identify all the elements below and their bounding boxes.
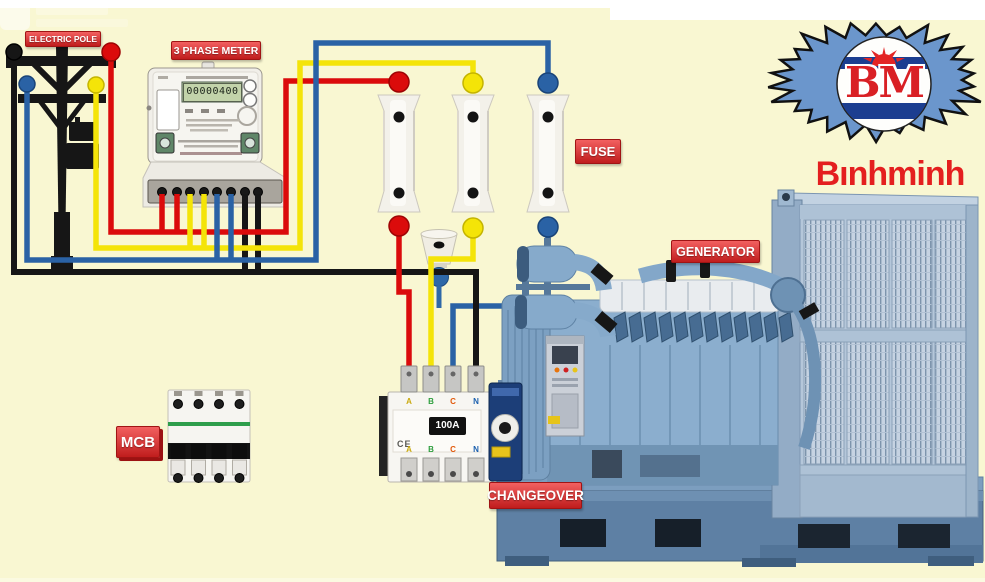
brand-monogram: BM [845, 58, 925, 107]
fuse1-top-dot [388, 71, 410, 93]
label-generator: GENERATOR [671, 240, 760, 263]
ce-mark: CE [397, 439, 412, 449]
terminal-label-a-top: A [406, 397, 412, 406]
terminal-label-a-bottom: A [406, 445, 412, 454]
fuse3-top-dot [537, 72, 559, 94]
pole-dot-yellow [87, 76, 105, 94]
wire-phase-yellow [93, 60, 476, 384]
terminal-label-b-bottom: B [428, 445, 434, 454]
generator [420, 189, 984, 567]
brand-name: Bınhminh [815, 155, 966, 193]
changeover-rating-display: 100A [429, 417, 466, 435]
pole-dot-black [5, 43, 23, 61]
changeover-switch [379, 365, 523, 483]
brand-logo [766, 21, 982, 145]
fuse2-top-dot [462, 72, 484, 94]
terminal-label-c-top: C [450, 397, 456, 406]
connection-dots [5, 42, 559, 239]
sunrise-icon [863, 47, 905, 66]
terminal-label-n-top: N [473, 397, 479, 406]
wire-phase-red [108, 52, 412, 384]
fuse2-bottom-dot [462, 217, 484, 239]
wire-phase-blue [24, 40, 551, 263]
bottom-edge [0, 578, 985, 582]
terminal-label-c-bottom: C [450, 445, 456, 454]
label-3-phase-meter: 3 PHASE METER [171, 41, 261, 60]
label-changeover: CHANGEOVER [487, 482, 584, 509]
pole-dot-red [101, 42, 121, 62]
pole-dot-blue [18, 75, 36, 93]
top-letterbox-right [610, 0, 985, 20]
fuse-bank [377, 94, 570, 213]
label-mcb: MCB [116, 426, 160, 458]
terminal-label-n-bottom: N [473, 445, 479, 454]
label-fuse: FUSE [575, 139, 621, 164]
meter-lcd-display: 00000400 [183, 83, 242, 102]
fuse1-bottom-dot [388, 215, 410, 237]
terminal-label-b-top: B [428, 397, 434, 406]
top-letterbox [0, 0, 985, 8]
motor-actuator [488, 382, 523, 482]
wires [11, 40, 551, 384]
fuse3-bottom-dot [537, 216, 559, 238]
mcb [167, 389, 251, 483]
label-electric-pole: ELECTRIC POLE [25, 31, 101, 47]
